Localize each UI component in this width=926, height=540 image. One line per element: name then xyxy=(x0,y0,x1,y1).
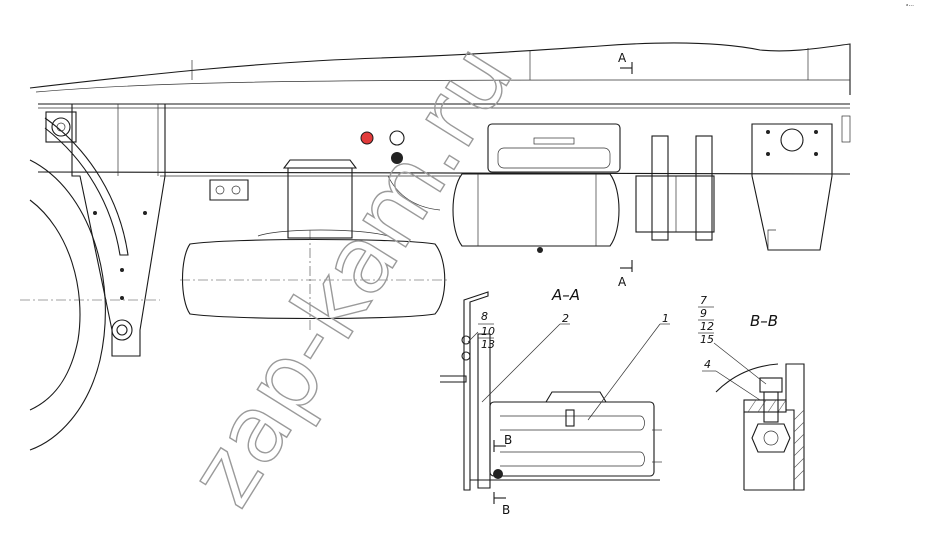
rear-bracket-lip xyxy=(767,229,776,250)
aa-battery-box xyxy=(489,401,655,477)
right-mount-post-2 xyxy=(695,135,713,241)
aa-callout-stack-leader xyxy=(467,331,479,343)
hanger-rivet-1 xyxy=(120,296,124,300)
aa-battery-latch xyxy=(565,409,575,427)
bb-nut-top xyxy=(759,377,783,393)
aa-battery-window-bottom xyxy=(500,451,645,467)
corner-note: ᵃ··· xyxy=(906,3,914,10)
hanger-bolt-inner xyxy=(116,324,128,336)
bb-callout-9: 9 xyxy=(700,307,707,320)
aa-battery-window-top xyxy=(500,415,645,431)
valve-block-port-2 xyxy=(231,185,241,195)
body-inner-contour xyxy=(35,79,850,93)
bb-callout-15: 15 xyxy=(700,333,714,346)
mudguard-arc xyxy=(44,117,129,256)
bb-nut-bottom xyxy=(751,423,791,453)
right-mount xyxy=(635,175,715,233)
rear-rivet-1 xyxy=(766,130,770,134)
rear-end-cap xyxy=(841,115,851,143)
bb-leader-4 xyxy=(715,370,761,401)
bb-arc xyxy=(715,363,779,393)
aa-callout-8: 8 xyxy=(481,310,488,323)
aa-bolt-2 xyxy=(461,351,471,361)
corner-plate-bolt xyxy=(51,117,71,137)
bb-callout-12: 12 xyxy=(700,320,714,333)
hanger-rivet-4 xyxy=(143,211,147,215)
cut-a-top-label: A xyxy=(618,51,627,65)
aa-bracket-plate xyxy=(477,333,491,489)
section-bb-view: B–B 7 9 12 15 4 xyxy=(698,294,805,491)
aa-battery-handle xyxy=(545,391,607,403)
watermark-text: zap-kam.ru xyxy=(168,27,534,524)
aa-callout-1: 1 xyxy=(662,312,669,325)
cut-a-bottom-label: A xyxy=(618,275,627,289)
battery-handle xyxy=(533,137,575,145)
valve-block xyxy=(209,179,249,201)
bb-callout-stack-leader xyxy=(713,342,767,385)
valve-block-port-1 xyxy=(215,185,225,195)
hanger-bolt-outer xyxy=(111,319,133,341)
bb-bolt-shank xyxy=(763,391,779,423)
battery-window xyxy=(497,147,611,169)
filler-cap xyxy=(282,159,358,169)
fuel-tank-band xyxy=(257,229,389,237)
wheel-inner-arc xyxy=(29,199,81,411)
section-cut-a: A A xyxy=(618,51,633,289)
bb-callout-4: 4 xyxy=(704,358,711,371)
aa-callout-10: 10 xyxy=(481,325,495,338)
wheel-outer-arc xyxy=(29,159,106,451)
aa-callout-13: 13 xyxy=(481,338,495,351)
section-aa-view: A–A 8 10 13 2 1 B xyxy=(440,286,670,517)
valve-fitting-upper xyxy=(389,130,405,146)
red-valve-icon xyxy=(360,131,374,145)
section-bb-title: B–B xyxy=(750,312,778,330)
air-hose xyxy=(387,175,441,211)
rear-bracket xyxy=(751,123,833,251)
rear-rivet-3 xyxy=(766,152,770,156)
battery-box xyxy=(487,123,621,173)
aa-bracket xyxy=(463,291,489,491)
right-mount-post-1 xyxy=(651,135,669,241)
body-top-contour xyxy=(29,42,851,95)
fuel-tank xyxy=(182,238,446,320)
aa-clip xyxy=(440,375,467,383)
aa-callout-2: 2 xyxy=(562,312,569,325)
vehicle-side-view xyxy=(20,42,851,451)
valve-fitting-lower xyxy=(391,152,403,164)
spring-hanger xyxy=(71,104,166,357)
rear-rivet-4 xyxy=(814,152,818,156)
bb-nut-bottom-bore xyxy=(763,430,779,446)
bb-callout-7: 7 xyxy=(700,294,707,307)
air-receiver xyxy=(452,173,620,247)
bb-plate xyxy=(743,399,787,413)
aa-base-bolt xyxy=(493,469,503,479)
cut-b-top-label: B xyxy=(504,433,512,447)
aa-leader-1 xyxy=(587,323,661,421)
rear-bracket-hole xyxy=(780,128,804,152)
rear-rivet-2 xyxy=(814,130,818,134)
aa-leader-2 xyxy=(481,323,561,403)
section-aa-title: A–A xyxy=(551,286,580,304)
hanger-rivet-3 xyxy=(93,211,97,215)
corner-plate-bolt-inner xyxy=(56,122,66,132)
frame-rail-bottom xyxy=(37,171,851,175)
hanger-rivet-2 xyxy=(120,268,124,272)
bb-wall-hatch xyxy=(793,409,805,481)
cut-b-bottom-label: B xyxy=(502,503,510,517)
bb-wall xyxy=(785,363,805,491)
aa-bolt-1 xyxy=(461,335,471,345)
receiver-drain xyxy=(537,247,543,253)
bb-plate-hatch xyxy=(747,399,787,413)
